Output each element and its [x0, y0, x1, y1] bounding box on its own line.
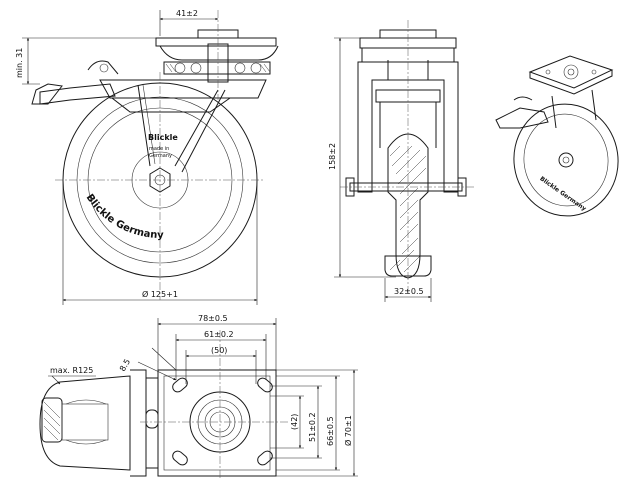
dim-wheel-width: 32±0.5 — [394, 287, 424, 296]
wheel-brand-text: Blickle Germany — [84, 192, 164, 241]
dim-bolt-hole: 8.5 — [118, 357, 132, 373]
dim-bolt-spacing-length: 61±0.2 — [204, 330, 234, 339]
dim-overall-height: 158±2 — [328, 143, 337, 170]
isometric-view: Blickle Germany — [495, 55, 619, 217]
side-view: Blickle Germany Blickle made in Germany … — [15, 9, 279, 305]
hub-country: Germany — [149, 153, 172, 159]
dim-plate-width: 66±0.5 — [326, 416, 335, 446]
iso-brand-text: Blickle Germany — [538, 175, 587, 212]
dim-inner-length: (50) — [211, 346, 227, 355]
dim-min-height: min. 31 — [15, 48, 24, 78]
iso-brake — [495, 107, 549, 129]
front-view: 158±2 32±0.5 — [328, 20, 476, 302]
hub-made-in: made in — [149, 146, 169, 152]
iso-wheel — [513, 103, 619, 217]
mounting-plate — [157, 369, 277, 477]
plan-brake-pedal — [41, 397, 63, 443]
dim-plate-offset: 41±2 — [176, 9, 198, 18]
dim-plate-length: 78±0.5 — [198, 314, 228, 323]
plan-view: 78±0.5 61±0.2 (50) 8.5 max. R125 (42) 51… — [39, 314, 358, 480]
hub-logo: Blickle — [148, 133, 178, 142]
dim-bolt-spacing-width: 51±0.2 — [308, 412, 317, 442]
dim-inner-width: (42) — [290, 414, 299, 430]
dim-wheel-diameter: Ø 125+1 — [142, 289, 178, 299]
dim-swivel-radius: max. R125 — [50, 366, 93, 375]
dim-outer-width: Ø 70±1 — [343, 415, 353, 446]
